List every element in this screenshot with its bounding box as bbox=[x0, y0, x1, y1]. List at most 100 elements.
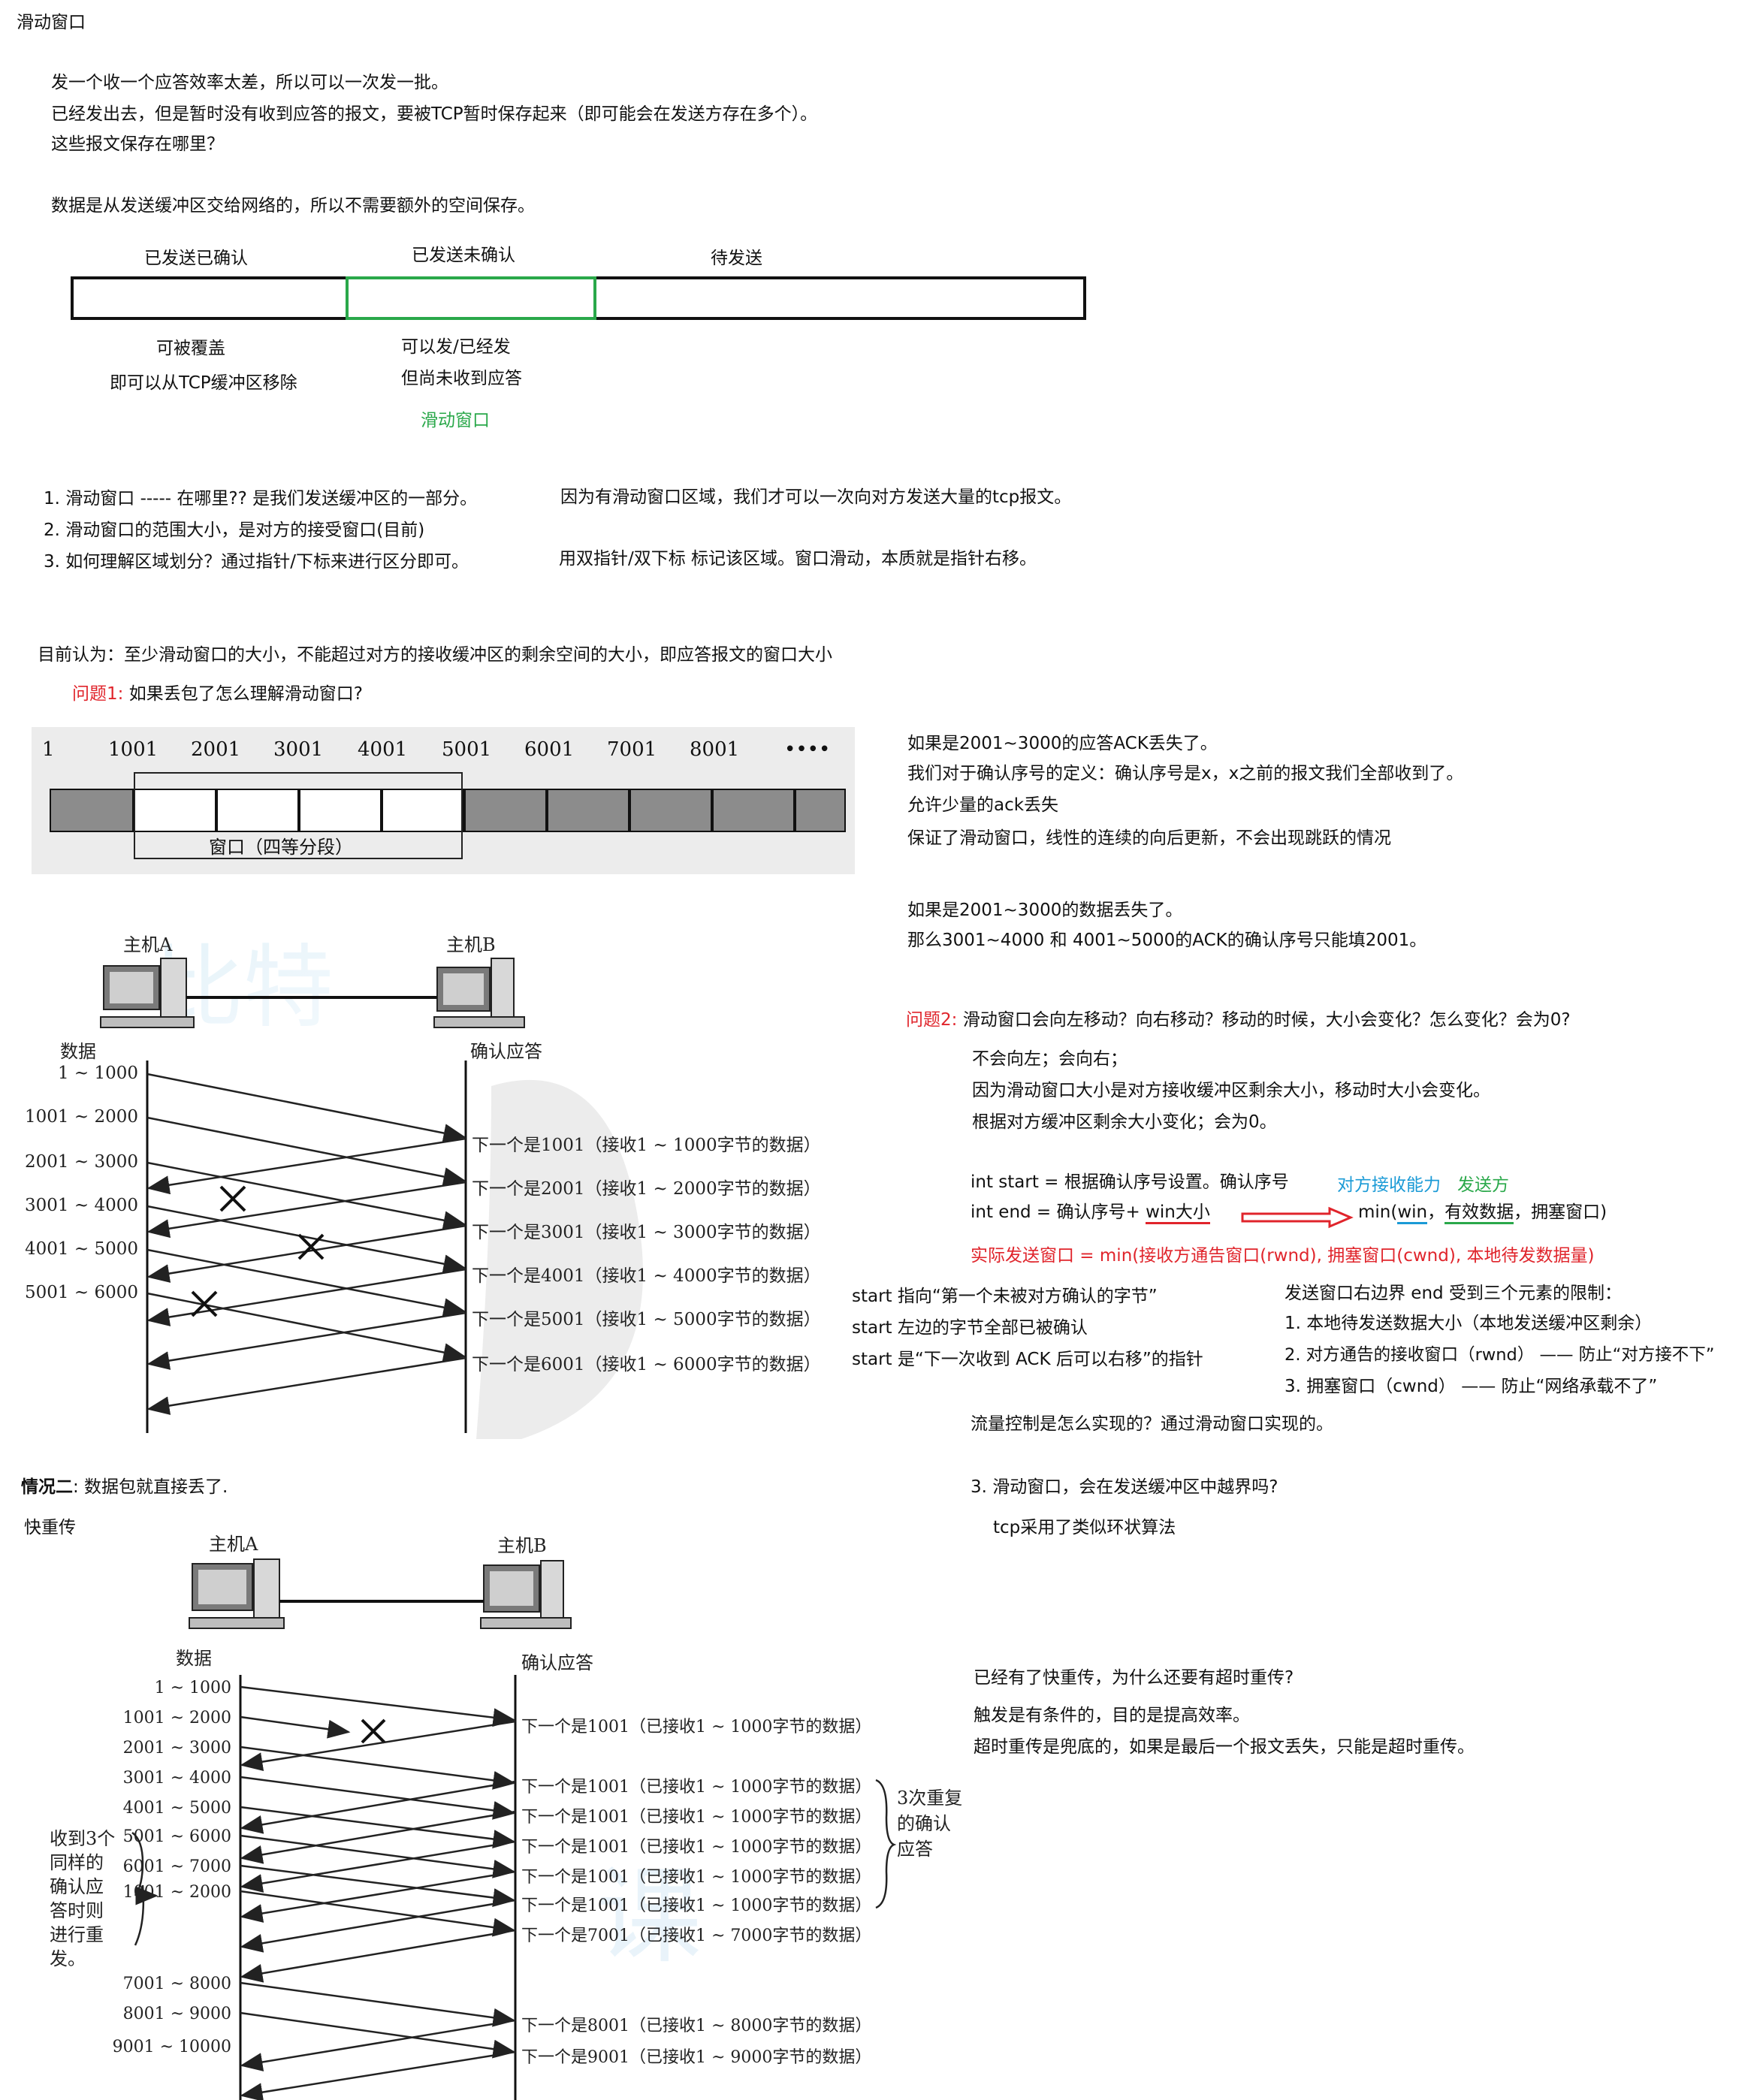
ack-label: 下一个是1001（已接收1 ~ 1000字节的数据） bbox=[521, 1896, 871, 1915]
host-a-computer bbox=[100, 958, 195, 1028]
code-min-prefix: min( bbox=[1358, 1202, 1398, 1222]
intro-line-1: 发一个收一个应答效率太差，所以可以一次发一批。 bbox=[51, 73, 448, 92]
data-segment-label: 3001 ~ 4000 bbox=[26, 1196, 138, 1215]
data-segment-label: 7001 ~ 8000 bbox=[123, 1975, 231, 1993]
data-segment-label: 9001 ~ 10000 bbox=[113, 2038, 231, 2056]
right-note-3: 允许少量的ack丢失 bbox=[907, 795, 1059, 815]
case-2-label: 情况二 bbox=[21, 1477, 73, 1497]
retransmit-note: 发。 bbox=[50, 1948, 86, 1969]
red-arrow bbox=[1241, 1206, 1354, 1229]
data-segment-label: 1001 ~ 2000 bbox=[123, 1709, 231, 1727]
data-arrow bbox=[240, 1834, 516, 1878]
host-b-label: 主机B bbox=[446, 934, 496, 955]
data-segment-label: 8001 ~ 9000 bbox=[123, 2005, 231, 2023]
ack-arrow bbox=[146, 1268, 466, 1326]
right-note-6: 那么3001~4000 和 4001~5000的ACK的确认序号只能填2001。 bbox=[907, 931, 1427, 950]
buffer-segment bbox=[547, 789, 629, 832]
data-column-label: 数据 bbox=[60, 1041, 96, 1062]
label-sent-unacked: 已发送未确认 bbox=[412, 246, 515, 265]
lost-packet-cross-icon bbox=[361, 1718, 386, 1744]
window-tick-label: 8001 bbox=[690, 738, 740, 761]
data-segment-label: 1 ~ 1000 bbox=[58, 1064, 138, 1083]
ack-arrow bbox=[146, 1137, 466, 1195]
limit-1: 1. 本地待发送数据大小（本地发送缓冲区剩余） bbox=[1285, 1314, 1653, 1333]
answer-3: tcp采用了类似环状算法 bbox=[993, 1518, 1176, 1537]
data-arrow bbox=[146, 1073, 466, 1142]
start-note-1: start 指向“第一个未被对方确认的字节” bbox=[852, 1287, 1158, 1306]
start-note-2: start 左边的字节全部已被确认 bbox=[852, 1318, 1088, 1338]
host-b-computer-2 bbox=[480, 1560, 572, 1629]
label-receiver-capacity: 对方接收能力 bbox=[1337, 1175, 1441, 1195]
timeout-answer-1: 触发是有条件的，目的是提高效率。 bbox=[974, 1706, 1250, 1725]
actual-window: 实际发送窗口 = min(接收方通告窗口(rwnd), 拥塞窗口(cwnd), … bbox=[971, 1246, 1595, 1266]
code-win: win大小 bbox=[1146, 1202, 1210, 1224]
ack-label: 下一个是5001（接收1 ~ 5000字节的数据） bbox=[472, 1310, 821, 1329]
ack-label: 下一个是7001（已接收1 ~ 7000字节的数据） bbox=[521, 1927, 871, 1945]
ack-label: 下一个是1001（已接收1 ~ 1000字节的数据） bbox=[521, 1778, 871, 1797]
lost-ack-cross-icon bbox=[297, 1233, 325, 1260]
dup-ack-note: 应答 bbox=[897, 1839, 933, 1860]
note-overwritable: 可被覆盖 bbox=[156, 339, 225, 358]
data-arrow bbox=[240, 2011, 516, 2059]
ack-arrow bbox=[146, 1356, 466, 1415]
code-min-sep: ， bbox=[1427, 1202, 1445, 1222]
ack-label: 下一个是3001（接收1 ~ 3000字节的数据） bbox=[472, 1223, 821, 1242]
answer-2-line-1: 不会向左；会向右； bbox=[972, 1049, 1128, 1069]
ack-arrow bbox=[240, 1720, 516, 1772]
data-arrow bbox=[240, 1890, 516, 1937]
data-segment-label: 3001 ~ 4000 bbox=[123, 1769, 231, 1788]
lost-ack-cross-icon bbox=[219, 1185, 246, 1212]
intro-line-2: 已经发出去，但是暂时没有收到应答的报文，要被TCP暂时保存起来（即可能会在发送方… bbox=[51, 104, 818, 124]
code-min: min(win，有效数据，拥塞窗口) bbox=[1358, 1200, 1607, 1224]
retransmit-note: 确认应 bbox=[50, 1876, 104, 1897]
point-2: 2. 滑动窗口的范围大小，是对方的接受窗口(目前) bbox=[44, 520, 425, 540]
ack-arrow bbox=[240, 1840, 516, 1893]
question-1-label: 问题1: bbox=[72, 684, 124, 704]
window-frame bbox=[134, 772, 463, 859]
ack-arrow bbox=[146, 1181, 466, 1239]
note-can-send: 可以发/已经发 bbox=[401, 337, 511, 357]
question-1-text: 如果丢包了怎么理解滑动窗口? bbox=[128, 684, 363, 704]
data-arrow bbox=[146, 1292, 466, 1362]
intro-line-4: 数据是从发送缓冲区交给网络的，所以不需要额外的空间保存。 bbox=[51, 196, 535, 216]
window-tick-label: 6001 bbox=[524, 738, 575, 761]
case-2-text: : 数据包就直接丢了. bbox=[73, 1477, 228, 1497]
ack-arrow bbox=[240, 1780, 516, 1834]
ack-label: 下一个是6001（接收1 ~ 6000字节的数据） bbox=[472, 1355, 821, 1374]
sliding-window-region bbox=[346, 276, 596, 320]
note-removable: 即可以从TCP缓冲区移除 bbox=[110, 373, 297, 393]
host-a-computer-2 bbox=[189, 1558, 285, 1629]
window-segment bbox=[216, 789, 299, 832]
buffer-segment bbox=[464, 789, 547, 832]
code-start: int start = 根据确认序号设置。确认序号 bbox=[971, 1172, 1289, 1192]
timeout-question: 已经有了快重传，为什么还要有超时重传? bbox=[974, 1668, 1294, 1688]
retransmit-note: 进行重 bbox=[50, 1924, 104, 1945]
retransmit-note: 同样的 bbox=[50, 1852, 104, 1873]
lost-data-arrow bbox=[240, 1715, 351, 1739]
flow-control: 流量控制是怎么实现的？通过滑动窗口实现的。 bbox=[971, 1414, 1333, 1434]
window-tick-label: 2001 bbox=[191, 738, 241, 761]
window-tick-label: 7001 bbox=[607, 738, 657, 761]
label-sender: 发送方 bbox=[1457, 1175, 1509, 1195]
window-segment bbox=[299, 789, 382, 832]
window-segment bbox=[134, 789, 216, 832]
window-tick-label: 1 bbox=[42, 738, 55, 761]
data-segment-label: 4001 ~ 5000 bbox=[123, 1799, 231, 1818]
buffer-segment bbox=[629, 789, 712, 832]
note-no-ack: 但尚未收到应答 bbox=[401, 369, 522, 388]
right-note-5: 如果是2001~3000的数据丢失了。 bbox=[907, 901, 1183, 920]
question-2: 问题2: 滑动窗口会向左移动？向右移动？移动的时候，大小会变化？怎么变化？会为0… bbox=[906, 1008, 1571, 1032]
dup-ack-note: 的确认 bbox=[897, 1813, 951, 1834]
window-segment bbox=[382, 789, 464, 832]
data-arrow bbox=[240, 1776, 516, 1820]
data-segment-label: 1001 ~ 2000 bbox=[26, 1107, 138, 1127]
ack-label: 下一个是2001（接收1 ~ 2000字节的数据） bbox=[472, 1179, 821, 1199]
limit-2: 2. 对方通告的接收窗口（rwnd） —— 防止“对方接不下” bbox=[1285, 1345, 1715, 1365]
limit-3: 3. 拥塞窗口（cwnd） —— 防止“网络承载不了” bbox=[1285, 1377, 1658, 1396]
note-sliding-window: 滑动窗口 bbox=[421, 411, 490, 430]
data-segment-label: 2001 ~ 3000 bbox=[26, 1152, 138, 1172]
